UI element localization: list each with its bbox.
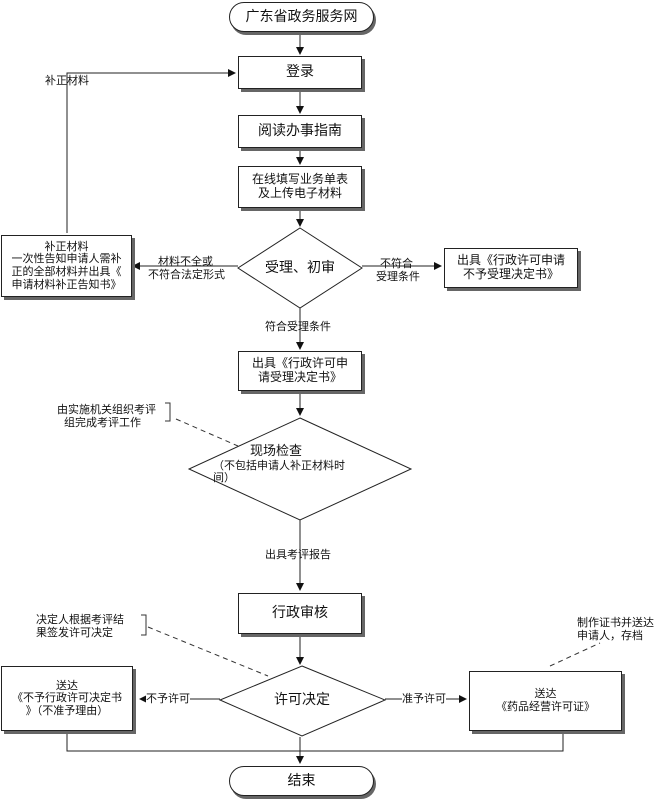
label-deny: 不予许可	[146, 692, 190, 706]
supplement-line2: 正的全部材料并出具《	[11, 265, 122, 278]
start-node: 广东省政务服务网	[229, 2, 374, 32]
accept-doc-line1: 出具《行政许可申	[251, 356, 348, 371]
supplement-line1: 一次性告知申请人需补	[11, 252, 122, 266]
review-text: 受理、初审	[265, 259, 335, 276]
leader-inspection-note	[175, 418, 239, 447]
supplement-line3: 申请材料补正告知书》	[11, 277, 122, 291]
accept-doc-box: 出具《行政许可申 请受理决定书》	[238, 351, 362, 391]
grant-line1: 送达	[534, 687, 557, 701]
note-certificate-line1: 制作证书并送达	[577, 616, 654, 629]
fill-form-line1: 在线填写业务单表	[251, 172, 348, 187]
deny-box: 送达 《不予行政许可决定书 》（不准予理由）	[1, 666, 133, 731]
read-guide-box: 阅读办事指南	[238, 115, 362, 148]
inspection-line2: （不包括申请人补正材料时	[213, 458, 345, 472]
note-decision-line1: 决定人根据考评结	[36, 613, 124, 626]
deny-line3: 》（不准予理由）	[25, 703, 109, 717]
supplement-box: 补正材料 一次性告知申请人需补 正的全部材料并出具《 申请材料补正告知书》	[1, 235, 132, 297]
deny-line1: 送达	[56, 678, 78, 692]
note-inspection-line1: 由实施机关组织考评	[57, 403, 156, 416]
label-report: 出具考评报告	[265, 548, 331, 561]
login-box: 登录	[238, 56, 362, 89]
inspection-diamond	[187, 417, 413, 521]
arrow-supplement-login	[66, 69, 236, 233]
fill-form-box: 在线填写业务单表 及上传电子材料	[238, 166, 362, 208]
bracket-inspection-note	[165, 402, 171, 422]
label-meet: 符合受理条件	[265, 320, 331, 333]
review-diamond	[237, 227, 363, 309]
label-grant: 准予许可	[402, 692, 446, 706]
label-supplement-return: 补正材料	[45, 74, 89, 87]
label-not-meet-line2: 受理条件	[376, 270, 420, 283]
leader-certificate-note	[549, 642, 601, 667]
admin-review-box: 行政审核	[238, 593, 362, 634]
note-inspection-line2: 组完成考评工作	[64, 416, 141, 429]
leader-decision-note	[147, 626, 269, 677]
grant-line2: 《药品经营许可证》	[496, 700, 595, 713]
not-accept-box: 出具《行政许可申请 不予受理决定书》	[444, 248, 578, 288]
bracket-decision-note	[141, 614, 147, 636]
grant-box: 送达 《药品经营许可证》	[469, 671, 622, 731]
not-accept-line1: 出具《行政许可申请	[456, 253, 565, 268]
line-deny-join	[66, 731, 564, 752]
supplement-title: 补正材料	[44, 239, 89, 253]
not-accept-line2: 不予受理决定书》	[462, 267, 559, 281]
fill-form-line2: 及上传电子材料	[257, 186, 342, 200]
decision-text: 许可决定	[274, 691, 330, 708]
accept-doc-line2: 请受理决定书》	[257, 370, 342, 384]
inspection-line1: 现场检查	[249, 443, 302, 459]
inspection-text: 现场检查 （不包括申请人补正材料时 间）	[199, 440, 399, 490]
note-decision-line2: 果签发许可决定	[36, 626, 113, 639]
deny-line2: 《不予行政许可决定书	[12, 691, 122, 705]
end-node: 结束	[229, 766, 374, 796]
label-incomplete-line1: 材料不全或	[158, 255, 213, 268]
note-certificate-line2: 申请人，存档	[577, 629, 643, 642]
decision-diamond	[218, 665, 387, 737]
label-incomplete-line2: 不符合法定形式	[148, 268, 225, 281]
inspection-line3: 间）	[213, 471, 235, 485]
label-not-meet-line1: 不符合	[380, 257, 413, 270]
